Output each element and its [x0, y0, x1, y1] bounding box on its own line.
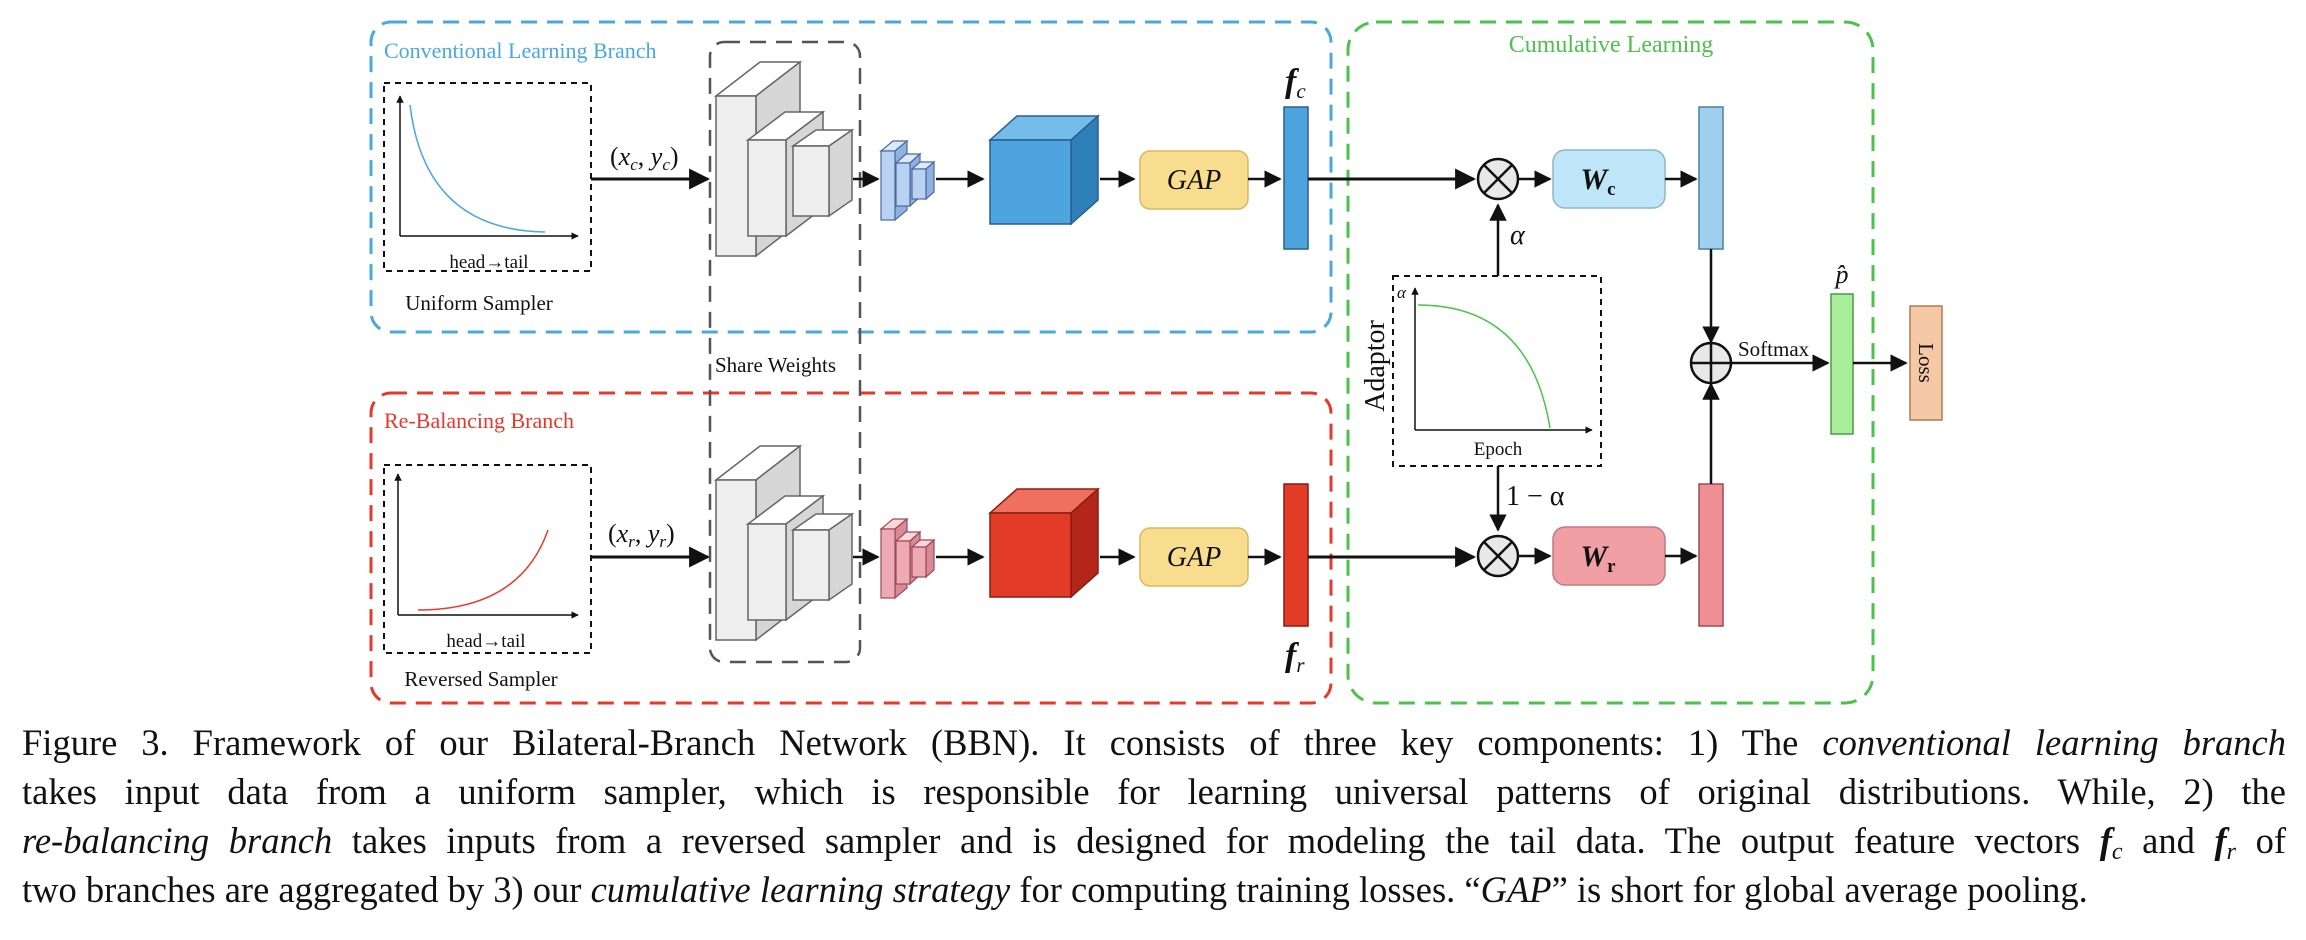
input-label-top: (xc, yc): [610, 142, 679, 174]
feature-bar-r: [1283, 483, 1309, 627]
output-bar: [1830, 293, 1854, 435]
gap-label-bottom: GAP: [1167, 542, 1221, 573]
shared-backbone-bottom: [713, 444, 855, 642]
conventional-branch-title: Conventional Learning Branch: [384, 38, 656, 63]
adaptor-ylabel: α: [1397, 283, 1407, 302]
rebalancing-branch-title: Re-Balancing Branch: [384, 408, 574, 433]
feature-label-c: fc: [1285, 63, 1306, 103]
alpha-label: α: [1510, 220, 1526, 251]
figure-caption: Figure 3. Framework of our Bilateral-Bra…: [22, 722, 2286, 910]
logit-bar-r: [1698, 483, 1724, 627]
gap-label-top: GAP: [1167, 165, 1221, 196]
cumulative-learning-region: [1346, 20, 1875, 705]
conv-cube-bottom: [988, 487, 1100, 599]
input-label-bottom: (xr, yr): [608, 519, 675, 551]
loss-label: Loss: [1914, 343, 1938, 383]
one-minus-alpha-label: 1 − α: [1506, 481, 1565, 512]
share-weights-label: Share Weights: [715, 353, 836, 377]
p-hat-label: p̂: [1834, 260, 1849, 289]
classifier-wr-label: Wr: [1580, 540, 1616, 577]
add-node: [1689, 341, 1733, 385]
bbn-framework-diagram: Conventional Learning Branch Re-Balancin…: [369, 20, 1943, 705]
feature-bar-c: [1283, 106, 1309, 250]
uniform-sampler-label: Uniform Sampler: [405, 291, 553, 315]
cumulative-learning-title: Cumulative Learning: [1509, 32, 1714, 58]
uniform-plot-xlabel: head→tail: [449, 252, 528, 273]
conv-cube-top: [988, 114, 1100, 226]
adaptor-title: Adaptor: [1360, 319, 1391, 411]
shared-backbone-top: [713, 60, 855, 258]
uniform-sampler-plot: head→tail: [383, 82, 592, 273]
loss-box: [1909, 305, 1943, 421]
reversed-plot-xlabel: head→tail: [446, 631, 525, 652]
reversed-sampler-plot: head→tail: [383, 464, 592, 654]
softmax-label: Softmax: [1738, 337, 1810, 361]
classifier-wc-label: Wc: [1580, 163, 1615, 200]
multiply-node-bottom: [1476, 534, 1520, 578]
conv-blocks-top: [879, 139, 936, 222]
adaptor-xlabel: Epoch: [1474, 439, 1523, 460]
logit-bar-c: [1698, 106, 1724, 250]
reversed-sampler-label: Reversed Sampler: [404, 667, 557, 691]
adaptor-plot: α Epoch: [1392, 275, 1602, 467]
feature-label-r: fr: [1285, 637, 1305, 677]
multiply-node-top: [1476, 157, 1520, 201]
conv-blocks-bottom: [879, 517, 936, 600]
share-weights-region: [708, 40, 862, 664]
